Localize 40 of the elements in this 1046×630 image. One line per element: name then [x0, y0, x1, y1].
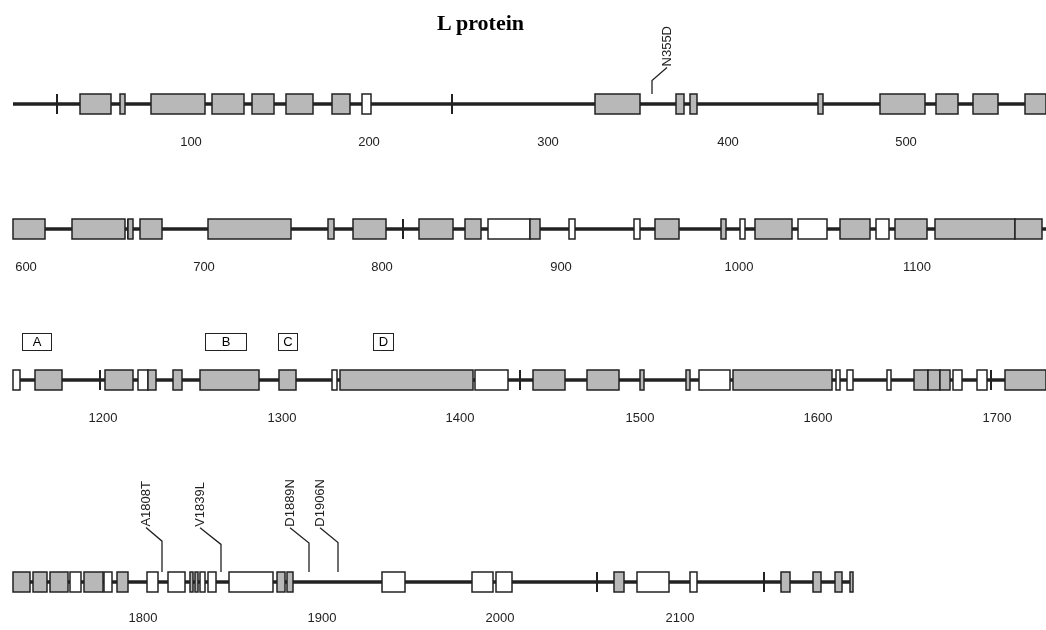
axis-tick-label: 200: [358, 134, 380, 149]
protein-domain-track: [12, 571, 854, 593]
diagram-title: L protein: [437, 10, 524, 36]
mutation-label: D1906N: [313, 479, 327, 527]
axis-tick-label: 100: [180, 134, 202, 149]
protein-domain-track: [12, 218, 1046, 240]
axis-tick-label: 1700: [982, 410, 1012, 425]
axis-tick-label: 300: [537, 134, 559, 149]
axis-tick-label: 900: [550, 259, 572, 274]
leader-line: [289, 527, 310, 573]
axis-tick-label: 1300: [267, 410, 297, 425]
mutation-label: D1889N: [283, 479, 297, 527]
leader-line: [651, 66, 668, 95]
axis-tick-label: 1100: [903, 259, 931, 274]
region-label: D: [373, 333, 394, 351]
axis-tick-label: 600: [15, 259, 37, 274]
axis-tick-label: 1600: [803, 410, 833, 425]
axis-tick-label: 700: [193, 259, 215, 274]
mutation-label: V1839L: [193, 482, 207, 527]
mutation-label: A1808T: [139, 481, 153, 527]
protein-domain-track: [12, 369, 1046, 391]
axis-tick-label: 2100: [665, 610, 695, 625]
region-label: B: [205, 333, 247, 351]
axis-tick-label: 1000: [724, 259, 754, 274]
axis-tick-label: 400: [717, 134, 739, 149]
axis-tick-label: 1200: [88, 410, 118, 425]
region-label: C: [278, 333, 298, 351]
axis-tick-label: 800: [371, 259, 393, 274]
mutation-label: N355D: [660, 26, 674, 67]
axis-tick-label: 2000: [485, 610, 515, 625]
axis-tick-label: 500: [895, 134, 917, 149]
protein-domain-track: [13, 93, 1046, 115]
leader-line: [145, 526, 163, 573]
leader-line: [319, 527, 339, 573]
axis-tick-label: 1800: [128, 610, 158, 625]
region-label: A: [22, 333, 52, 351]
axis-tick-label: 1500: [625, 410, 655, 425]
leader-line: [199, 527, 222, 573]
axis-tick-label: 1400: [445, 410, 475, 425]
axis-tick-label: 1900: [307, 610, 337, 625]
